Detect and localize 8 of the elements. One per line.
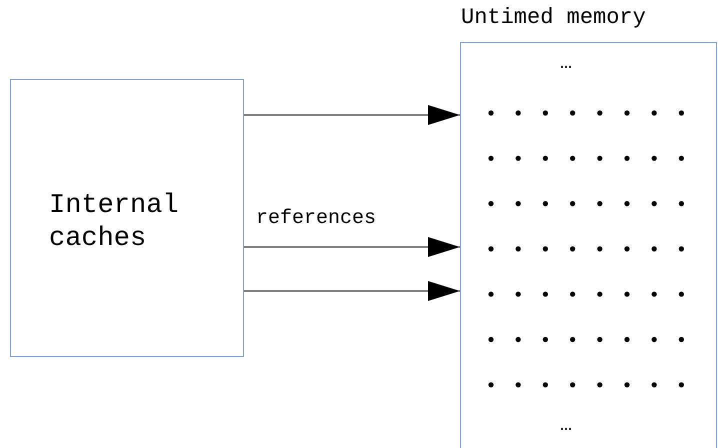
arrow (244, 105, 460, 125)
cache-box (10, 79, 244, 357)
arrow (244, 281, 460, 301)
ellipsis: … (560, 54, 572, 74)
ellipsis: … (560, 416, 572, 436)
heading: Untimed memory (461, 7, 646, 29)
arrow (244, 237, 460, 257)
node-label: Internal caches (49, 190, 180, 256)
